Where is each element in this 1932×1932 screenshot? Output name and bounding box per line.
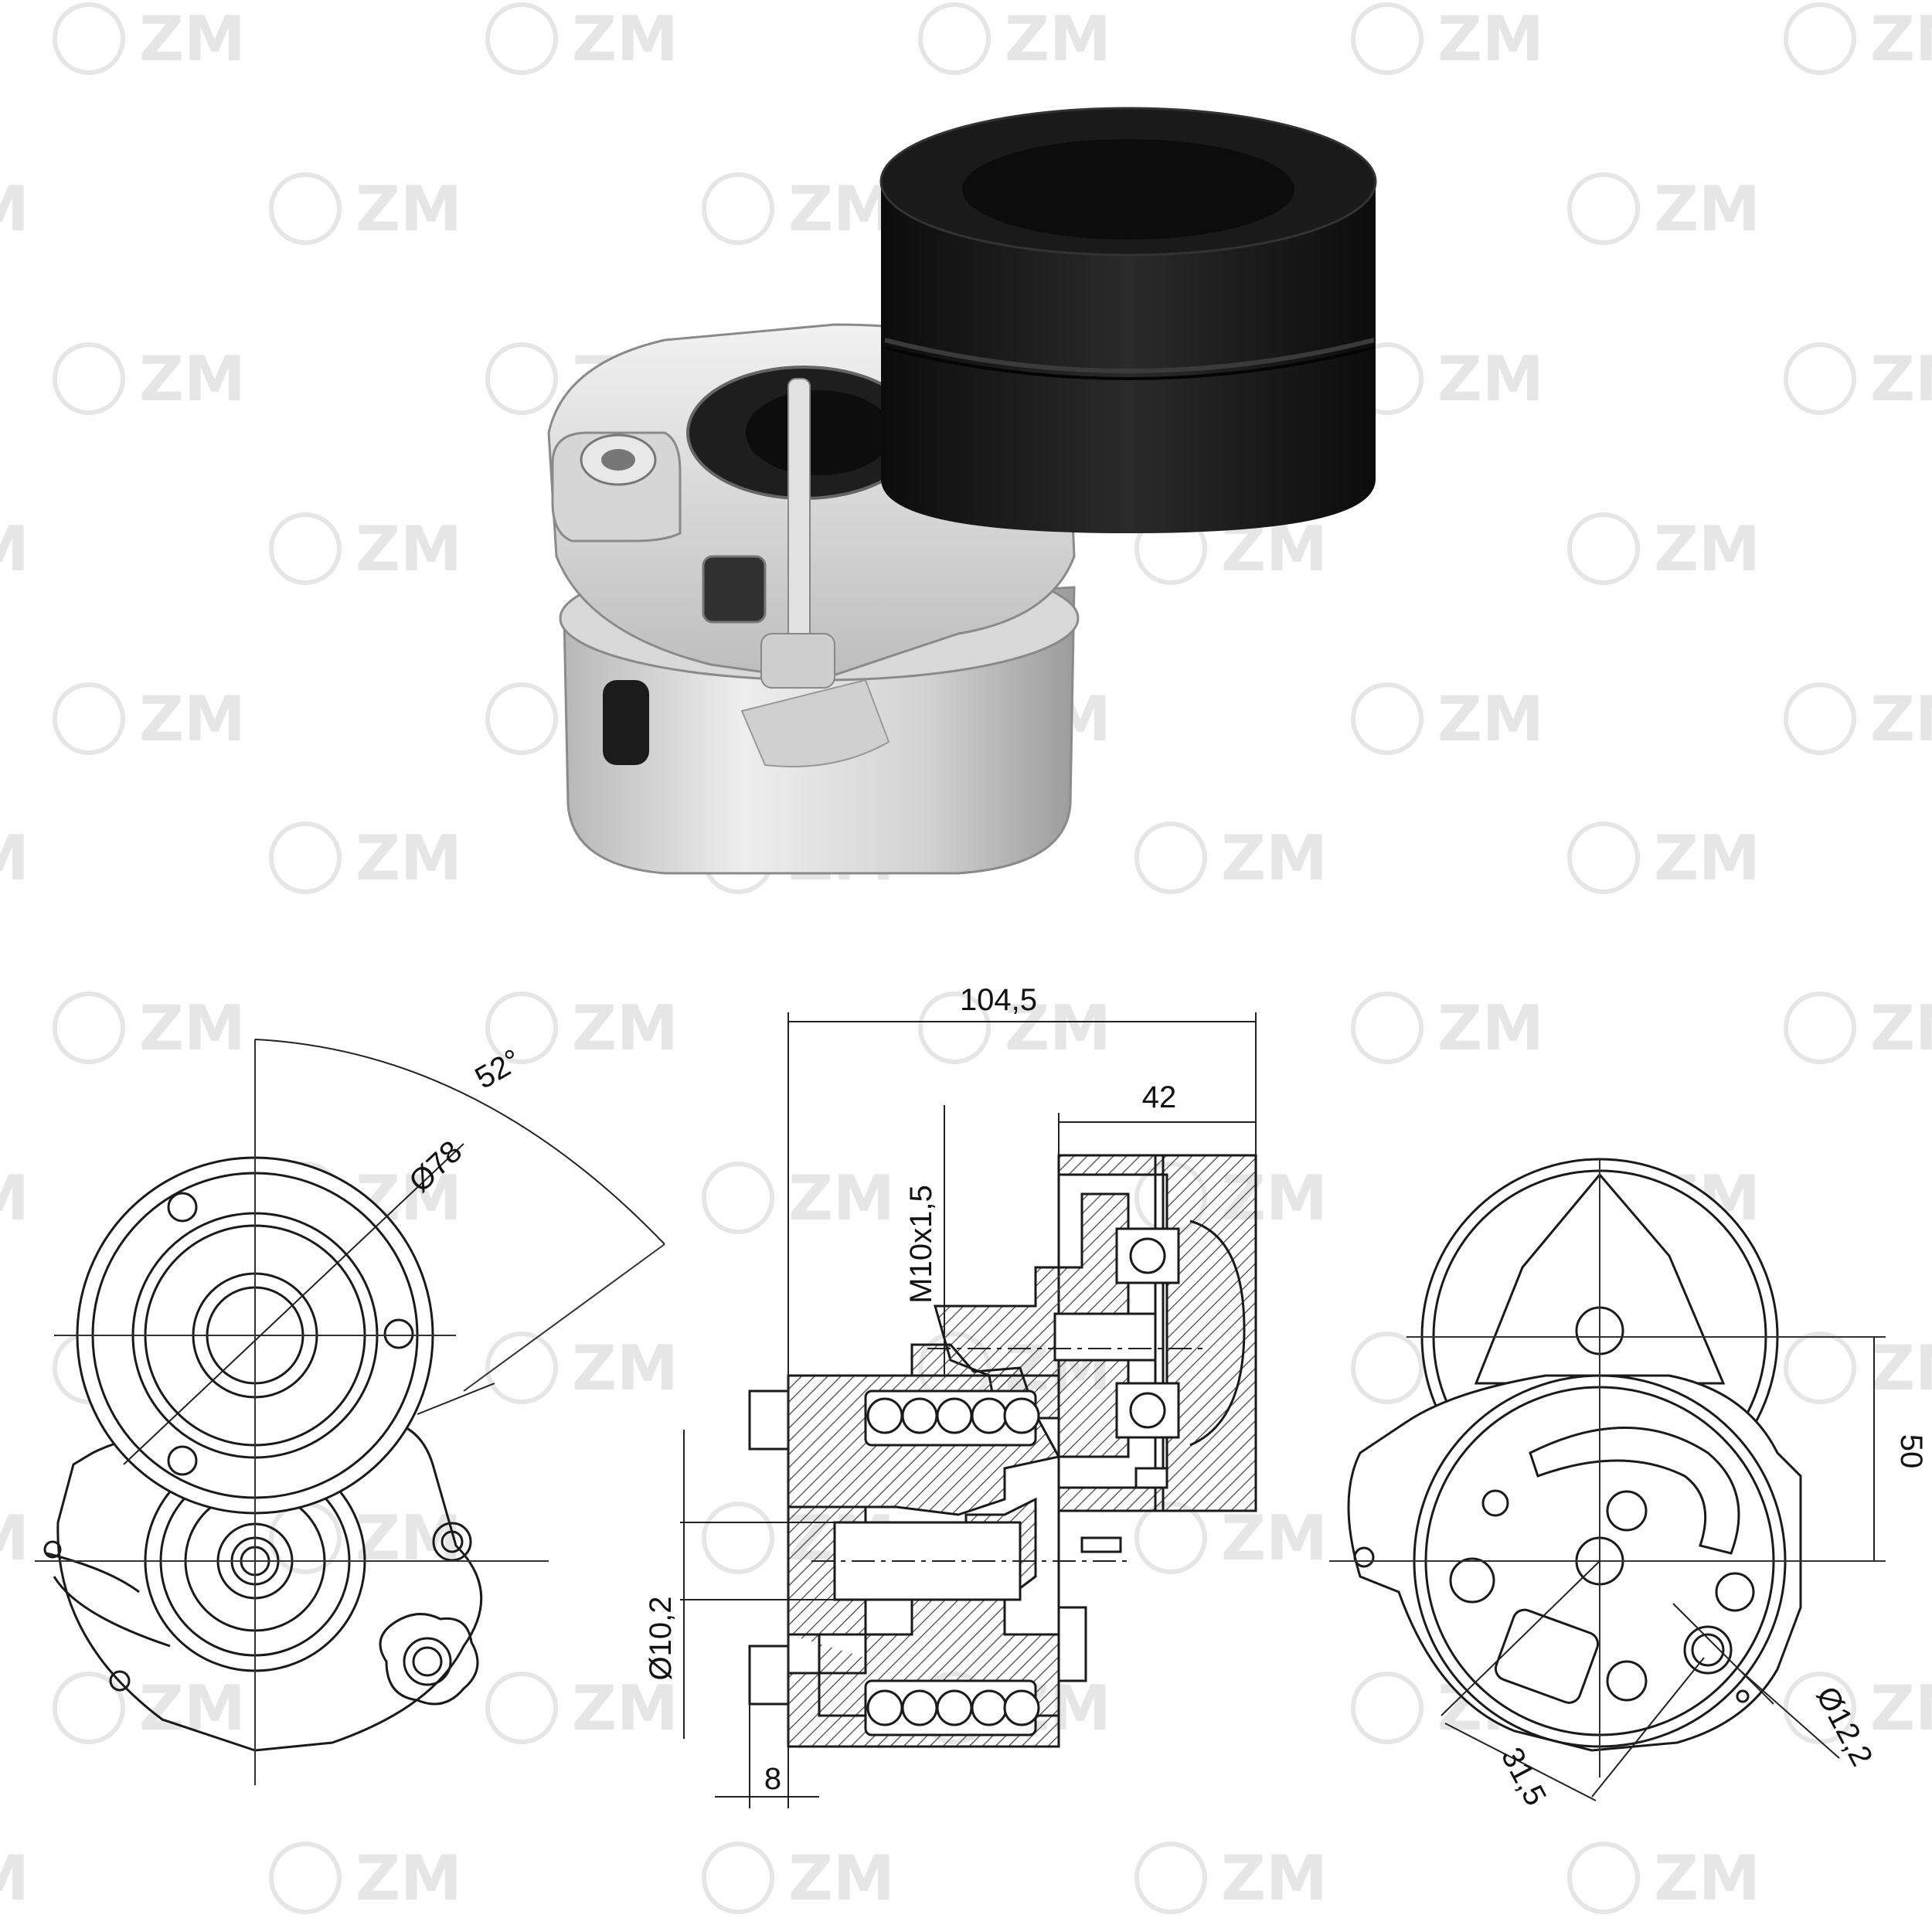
svg-text:ZM: ZM — [788, 1842, 895, 1914]
svg-text:ZM: ZM — [1870, 1672, 1932, 1744]
svg-text:ZM: ZM — [1870, 1332, 1932, 1404]
zm-watermark-logo: ZM — [1351, 992, 1544, 1064]
zm-watermark-logo: ZM — [485, 1672, 679, 1744]
svg-text:ZM: ZM — [1005, 992, 1111, 1064]
dim-bore-diameter: Ø10,2 — [644, 1597, 678, 1681]
svg-text:ZM: ZM — [572, 1672, 679, 1744]
svg-text:ZM: ZM — [572, 992, 679, 1064]
svg-text:ZM: ZM — [1654, 1842, 1760, 1914]
svg-text:ZM: ZM — [1654, 822, 1760, 894]
svg-text:ZM: ZM — [355, 1842, 462, 1914]
front-view — [35, 1039, 665, 1785]
zm-watermark-logo: ZM — [1351, 682, 1544, 755]
svg-text:ZM: ZM — [139, 343, 246, 415]
svg-text:ZM: ZM — [1437, 683, 1544, 755]
zm-watermark-logo: ZM — [53, 342, 246, 415]
svg-text:ZM: ZM — [1437, 992, 1544, 1064]
svg-text:ZM: ZM — [1654, 513, 1760, 585]
zm-watermark-logo: ZM — [485, 1332, 679, 1404]
dim-pulley-width: 42 — [1142, 1080, 1177, 1114]
svg-text:ZM: ZM — [1221, 1502, 1328, 1574]
svg-text:ZM: ZM — [1870, 343, 1932, 415]
zm-watermark-logo: ZM — [918, 2, 1111, 75]
svg-text:ZM: ZM — [0, 822, 29, 894]
zm-watermark-logo: ZM — [53, 682, 246, 755]
zm-watermark-logo: ZM — [702, 1842, 895, 1914]
zm-watermark-logo: ZM — [485, 992, 679, 1064]
zm-watermark-logo: ZM — [1567, 1842, 1760, 1914]
zm-watermark-logo: ZM — [1567, 172, 1760, 245]
zm-watermark-logo: ZM — [1784, 342, 1932, 415]
svg-text:ZM: ZM — [0, 173, 29, 245]
zm-watermark-logo: ZM — [0, 513, 29, 585]
svg-text:ZM: ZM — [139, 683, 246, 755]
svg-text:ZM: ZM — [1870, 683, 1932, 755]
dim-overall-width: 104,5 — [960, 983, 1037, 1017]
svg-text:ZM: ZM — [1870, 992, 1932, 1064]
svg-text:ZM: ZM — [788, 1162, 895, 1234]
svg-text:ZM: ZM — [355, 173, 462, 245]
svg-text:ZM: ZM — [139, 3, 246, 75]
svg-text:ZM: ZM — [0, 513, 29, 585]
zm-watermark-logo: ZM — [1784, 992, 1932, 1064]
svg-text:ZM: ZM — [1221, 1842, 1328, 1914]
zm-watermark-logo: ZM — [1567, 512, 1760, 585]
svg-text:ZM: ZM — [355, 513, 462, 585]
svg-text:ZM: ZM — [355, 1502, 462, 1574]
svg-text:ZM: ZM — [1437, 3, 1544, 75]
zm-watermark-logo: ZM — [0, 1162, 29, 1234]
dim-angle: 52° — [470, 1043, 527, 1095]
svg-text:ZM: ZM — [0, 1502, 29, 1574]
zm-watermark-logo: ZM — [0, 173, 29, 245]
zm-watermark-logo: ZM — [1351, 342, 1544, 415]
zm-watermark-logo: ZM — [1134, 1842, 1328, 1914]
zm-watermark-logo: ZM — [0, 1502, 29, 1574]
svg-text:ZM: ZM — [1870, 3, 1932, 75]
svg-text:ZM: ZM — [139, 1672, 246, 1744]
dim-offset: 8 — [764, 1762, 781, 1796]
zm-watermark-logo: ZM — [0, 822, 29, 894]
zm-watermark-logo: ZM — [269, 1502, 462, 1574]
dim-hole-diameter: Ø12,2 — [1809, 1681, 1879, 1771]
svg-text:ZM: ZM — [572, 1332, 679, 1404]
svg-text:ZM: ZM — [1221, 822, 1328, 894]
svg-text:ZM: ZM — [572, 3, 679, 75]
svg-text:ZM: ZM — [788, 173, 895, 245]
svg-text:ZM: ZM — [355, 822, 462, 894]
zm-watermark-logo: ZM — [0, 1842, 29, 1914]
zm-watermark-logo: ZM — [1351, 2, 1544, 75]
zm-watermark-logo: ZM — [1567, 821, 1760, 894]
zm-watermark-logo: ZM — [269, 172, 462, 245]
zm-watermark-logo: ZM — [485, 2, 679, 75]
dim-center-distance: 50 — [1894, 1434, 1928, 1469]
dim-thread: M10x1,5 — [904, 1185, 938, 1303]
rear-view — [1329, 1158, 1886, 1801]
zm-watermark-logo: ZM — [269, 1842, 462, 1914]
zm-watermark-logo: ZM — [1784, 2, 1932, 75]
svg-text:ZM: ZM — [1437, 343, 1544, 415]
zm-watermark-logo: ZM — [269, 512, 462, 585]
zm-watermark-logo: ZM — [1134, 821, 1328, 894]
svg-text:ZM: ZM — [0, 1162, 29, 1234]
zm-watermark-logo: ZM — [1134, 1502, 1328, 1574]
zm-watermark-logo: ZM — [702, 172, 895, 245]
section-view — [680, 1012, 1257, 1808]
zm-watermark-logo: ZM — [53, 1672, 246, 1744]
product-photo — [547, 107, 1377, 875]
svg-text:ZM: ZM — [1005, 3, 1111, 75]
zm-watermark-logo: ZM — [1784, 682, 1932, 755]
zm-watermark-logo: ZM — [702, 1162, 895, 1234]
zm-watermark-logo: ZM — [53, 992, 246, 1064]
zm-watermark-logo: ZM — [1784, 1332, 1932, 1404]
zm-watermark-logo: ZM — [918, 992, 1111, 1064]
zm-watermark-logo: ZM — [269, 821, 462, 894]
svg-text:ZM: ZM — [139, 992, 246, 1064]
zm-watermark-logo: ZM — [53, 2, 246, 75]
svg-text:ZM: ZM — [0, 1842, 29, 1914]
svg-text:ZM: ZM — [1654, 173, 1760, 245]
